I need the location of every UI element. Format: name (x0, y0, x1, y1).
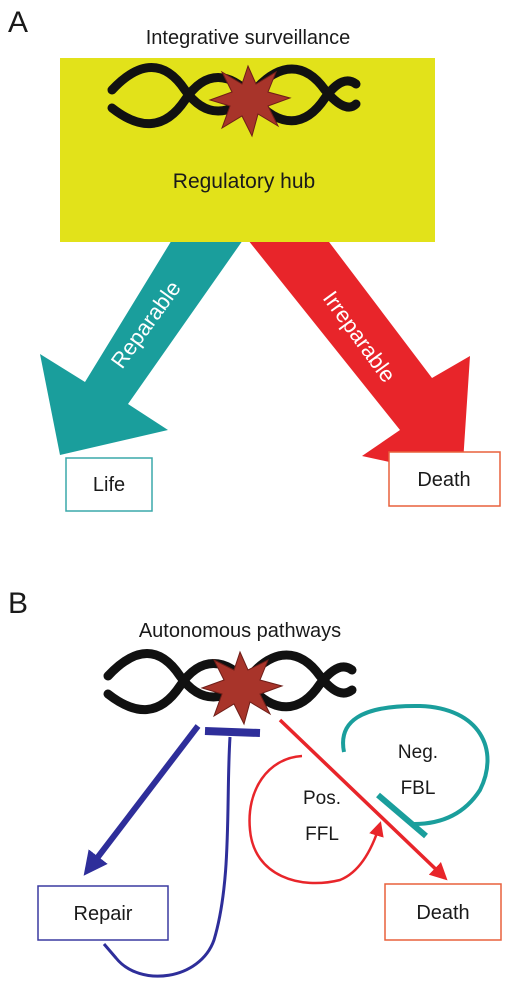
regulatory-hub-label: Regulatory hub (173, 170, 315, 193)
panel-a-title: Integrative surveillance (146, 27, 351, 49)
pos-ffl-label-line1: Pos. (303, 788, 341, 809)
neg-fbl-label-line1: Neg. (398, 742, 438, 763)
neg-fbl-label-line2: FBL (401, 778, 436, 799)
pos-ffl-label-line2: FFL (305, 824, 339, 845)
repair-box (37, 885, 169, 941)
panel-b-letter: B (8, 587, 28, 620)
panel-a-letter: A (8, 6, 28, 39)
life-box (65, 457, 153, 512)
irreparable-arrow (240, 230, 470, 478)
repair-label: Repair (74, 903, 133, 925)
repair-inhibition-bar (204, 727, 261, 737)
negative-feedback-inhibition-bar (376, 792, 428, 839)
death-box-a (388, 451, 501, 507)
repair-pathway-arrow (83, 724, 201, 876)
negative-feedback-loop (341, 703, 490, 826)
panel-b-title: Autonomous pathways (139, 620, 341, 642)
reparable-arrow (40, 230, 250, 455)
dna-damage-icon (200, 650, 284, 726)
death-label-b: Death (416, 902, 469, 924)
death-box-b (384, 883, 502, 941)
death-pathway-arrow (278, 718, 448, 881)
positive-feedforward-loop (248, 754, 384, 885)
dna-damage-icon (208, 64, 292, 138)
repair-feedback-loop (102, 736, 232, 978)
death-label-a: Death (417, 469, 470, 491)
life-label: Life (93, 474, 125, 496)
